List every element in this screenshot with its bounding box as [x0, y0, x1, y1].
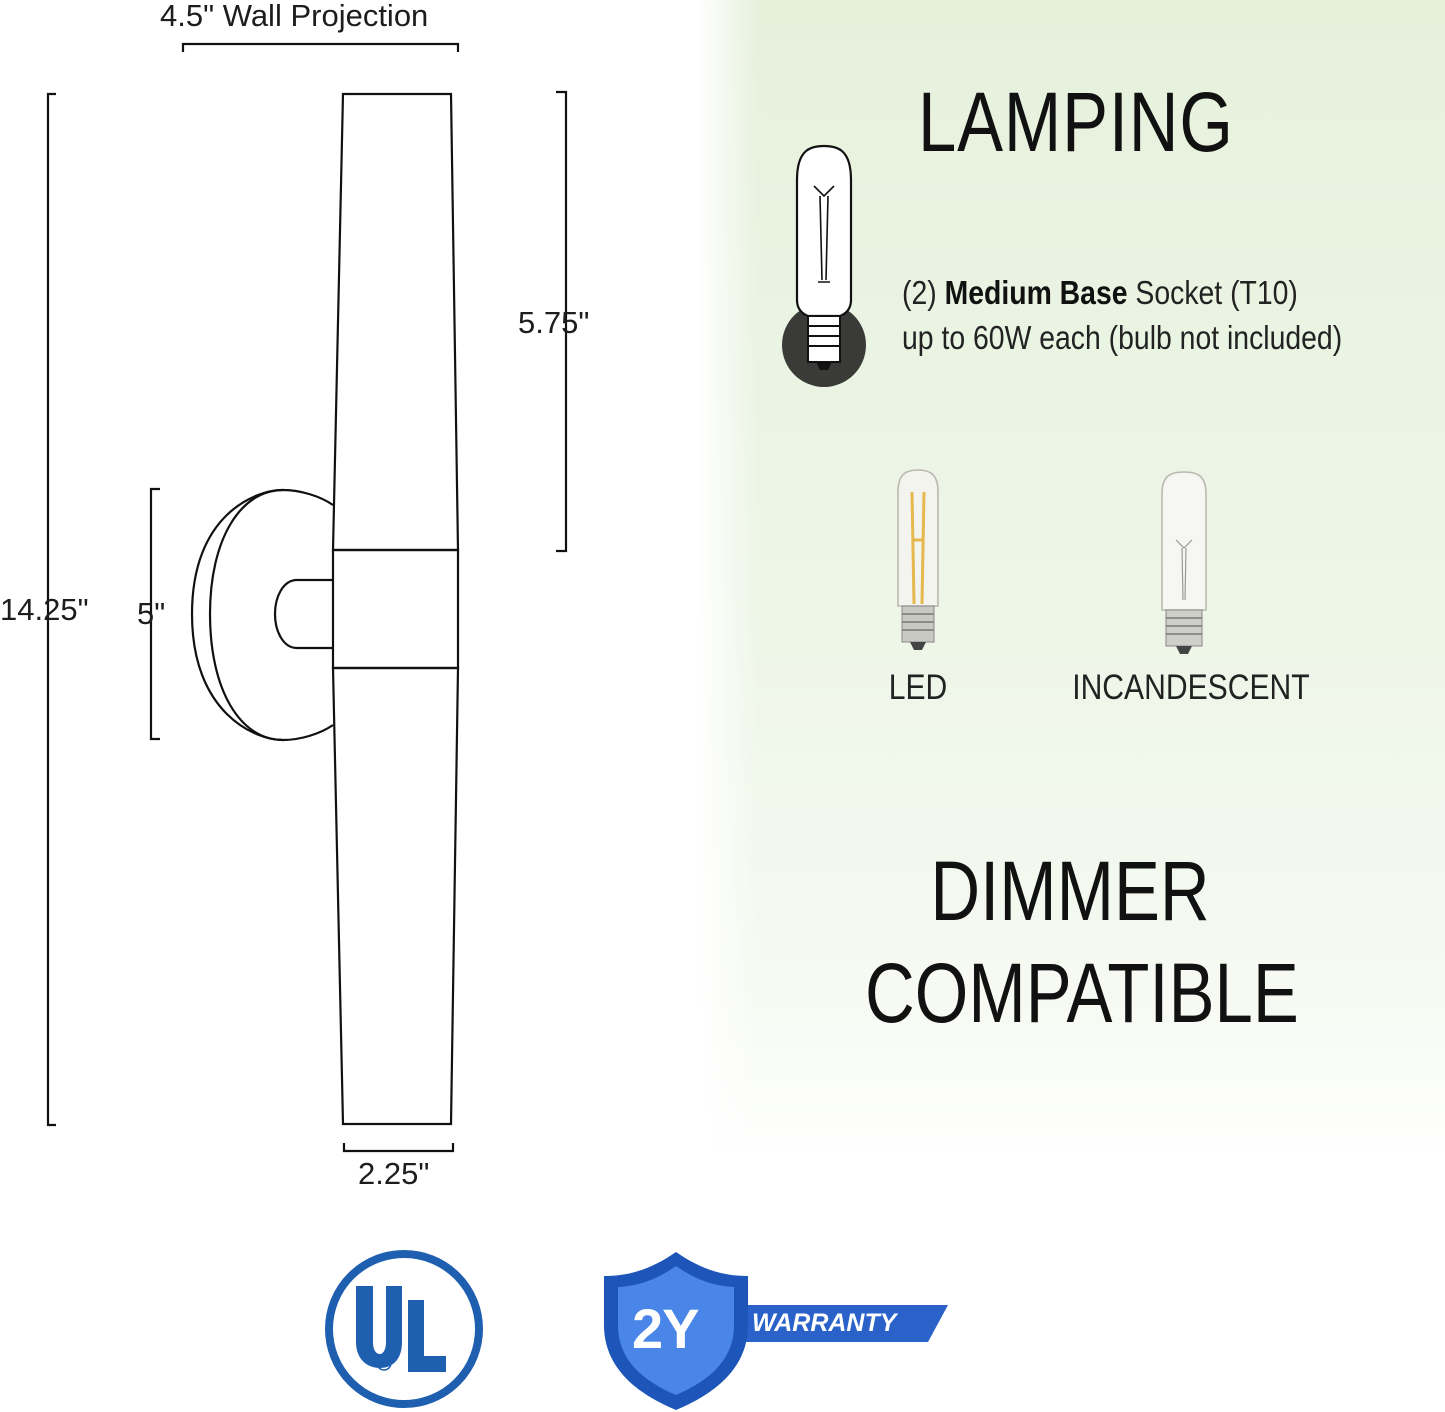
dimmer-line-1: DIMMER: [930, 844, 1210, 938]
middle-band: [331, 548, 460, 670]
socket-count: (2): [902, 274, 937, 311]
backplate-height-label: 5": [137, 596, 166, 631]
total-height-label: 14.25": [0, 592, 89, 627]
ul-certification-badge: R: [325, 1250, 483, 1408]
led-label: LED: [888, 668, 948, 707]
socket-description: (2) Medium Base Socket (T10) up to 60W e…: [902, 270, 1342, 360]
warranty-badge: [604, 1252, 948, 1410]
width-label: 2.25": [358, 1156, 430, 1191]
wall-projection-dim-line: [181, 42, 460, 52]
warranty-years: 2Y: [632, 1297, 699, 1360]
fixture-arm: [273, 578, 333, 650]
warranty-word: WARRANTY: [752, 1309, 897, 1337]
dimmer-compatible-heading: DIMMER COMPATIBLE: [865, 840, 1299, 1044]
wall-projection-label: 4.5" Wall Projection: [160, 0, 429, 33]
shade-height-label: 5.75": [518, 305, 590, 340]
svg-text:R: R: [381, 1359, 388, 1369]
featured-bulb-icon: [782, 144, 866, 387]
backplate-outline: [208, 488, 334, 742]
dimmer-line-2: COMPATIBLE: [865, 946, 1299, 1040]
incandescent-bulb-icon: [1161, 471, 1207, 654]
socket-type: Socket (T10): [1135, 274, 1298, 311]
led-bulb-icon: [897, 469, 939, 650]
upper-shade: [331, 92, 460, 552]
lamping-title: LAMPING: [918, 75, 1234, 169]
backplate-edge: [190, 488, 284, 742]
backplate-dim-line: [149, 487, 160, 741]
incandescent-label: INCANDESCENT: [1072, 668, 1310, 707]
shade-height-dim-line: [556, 90, 568, 553]
width-dim-line: [342, 1143, 455, 1153]
lower-shade: [331, 666, 460, 1126]
socket-base-type: Medium Base: [944, 274, 1128, 311]
total-height-dim-line: [46, 92, 56, 1127]
socket-line-1: (2) Medium Base Socket (T10): [902, 270, 1342, 315]
wattage-line: up to 60W each (bulb not included): [902, 319, 1343, 356]
